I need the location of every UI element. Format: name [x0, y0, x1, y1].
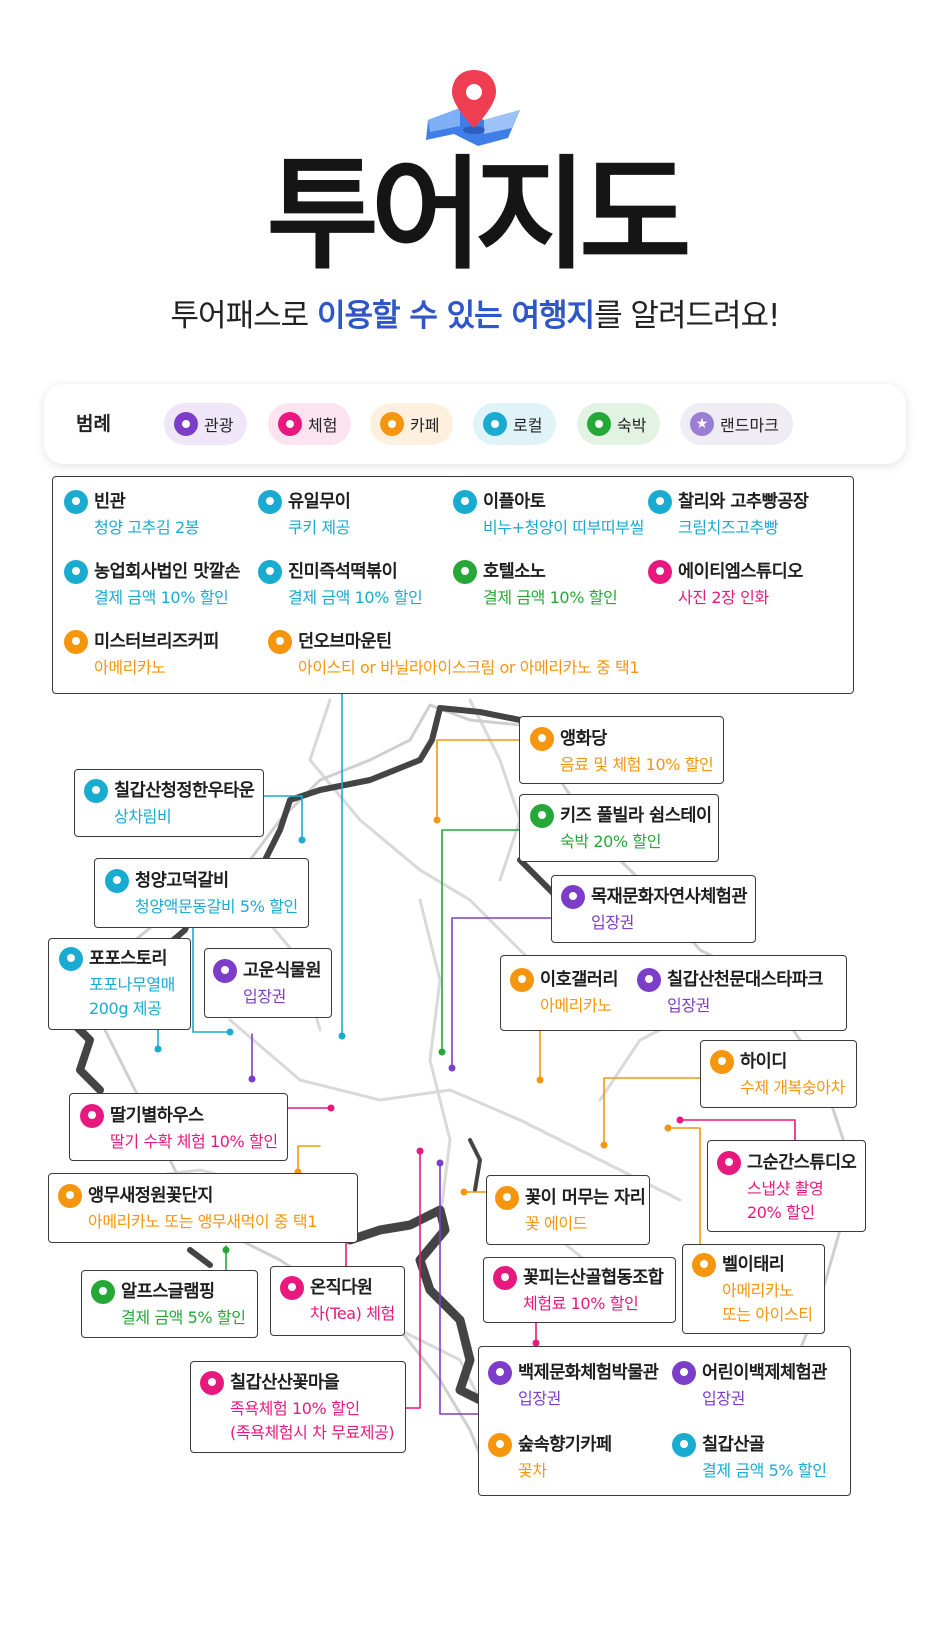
place-box — [190, 1361, 406, 1453]
pin-icon — [561, 885, 585, 909]
pin-icon — [488, 1433, 512, 1457]
pin-icon — [213, 959, 237, 983]
legend-item-experience: 체험 — [268, 403, 352, 445]
pin-icon — [280, 1276, 304, 1300]
pin-icon — [278, 412, 302, 436]
legend-item-stay: 숙박 — [577, 403, 661, 445]
page-subtitle: 투어패스로 이용할 수 있는 여행지를 알려드려요! — [170, 298, 781, 334]
pin-icon — [64, 490, 88, 514]
place-box — [519, 794, 719, 862]
place-box — [74, 769, 264, 837]
legend-item-cafe: 카페 — [370, 403, 454, 445]
pin-icon — [510, 968, 534, 992]
pin-icon — [64, 630, 88, 654]
place-box — [483, 1257, 676, 1323]
pin-icon — [105, 869, 129, 893]
pin-icon — [637, 968, 661, 992]
pin-icon — [483, 412, 507, 436]
pin-icon — [200, 1371, 224, 1395]
place-box — [81, 1270, 258, 1338]
pin-icon — [64, 560, 88, 584]
pin-icon — [59, 947, 83, 971]
pin-icon — [58, 1184, 82, 1208]
pin-icon — [488, 1361, 512, 1385]
pin-icon — [258, 560, 282, 584]
pin-icon — [380, 412, 404, 436]
place-box — [519, 716, 724, 784]
legend-item-landmark: ★랜드마크 — [680, 403, 793, 445]
place-box — [48, 1173, 358, 1243]
pin-icon — [453, 560, 477, 584]
pin-icon — [258, 490, 282, 514]
place-box — [486, 1175, 650, 1245]
pin-icon — [648, 490, 672, 514]
place-box — [551, 875, 756, 943]
pin-icon — [495, 1186, 519, 1210]
legend-item-tour: 관광 — [164, 403, 248, 445]
pin-icon — [530, 804, 554, 828]
pin-icon — [80, 1104, 104, 1128]
pin-icon — [692, 1253, 716, 1277]
pin-icon — [717, 1151, 741, 1175]
pin-icon — [710, 1050, 734, 1074]
pin-icon — [672, 1433, 696, 1457]
legend-item-local: 로컬 — [473, 403, 557, 445]
pin-icon — [587, 412, 611, 436]
pin-icon — [648, 560, 672, 584]
place-box — [94, 858, 309, 928]
pin-icon — [174, 412, 198, 436]
pin-icon — [91, 1280, 115, 1304]
place-group-box — [478, 1346, 851, 1496]
place-group-box — [52, 476, 854, 694]
place-box — [69, 1093, 288, 1161]
legend-title: 범례 — [76, 413, 111, 435]
pin-icon — [268, 630, 292, 654]
pin-icon — [453, 490, 477, 514]
map-pin-icon — [426, 70, 520, 146]
pin-icon — [84, 779, 108, 803]
place-box — [500, 955, 847, 1031]
page-title: 투어지도 — [266, 144, 692, 286]
pin-icon — [672, 1361, 696, 1385]
pin-icon — [493, 1266, 517, 1290]
pin-icon — [530, 727, 554, 751]
star-icon: ★ — [690, 412, 714, 436]
